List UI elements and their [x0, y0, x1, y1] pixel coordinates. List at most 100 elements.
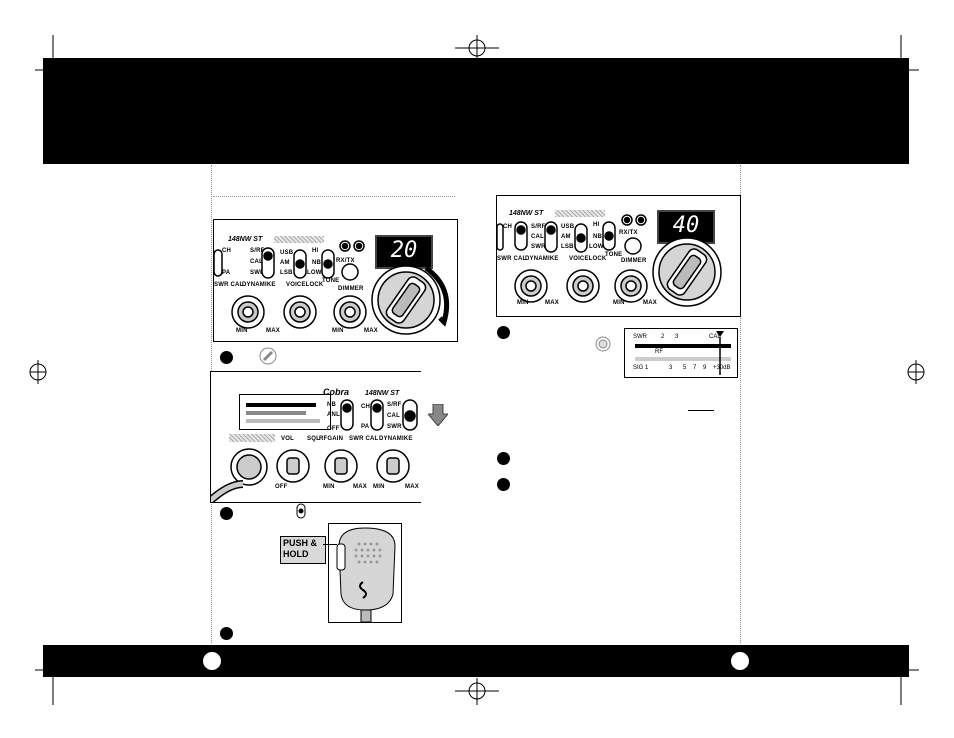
switch-label-off: OFF — [327, 426, 340, 432]
meter-label-3: 3 — [675, 334, 679, 340]
radio-panel-mid-left: Cobra 148NW ST NB ANL OFF CH PA S/RF CAL… — [210, 371, 421, 503]
bullet — [220, 351, 233, 364]
switch-label-srf: S/RF — [531, 224, 546, 230]
knobs — [514, 237, 722, 307]
model-label: 148NW ST — [228, 236, 263, 243]
switch-label-pa: PA — [361, 424, 370, 430]
microphone-image — [328, 523, 402, 623]
meter-bar-sig — [635, 357, 731, 361]
switch-label-usb: USB — [280, 250, 294, 256]
switch-label-lsb: LSB — [280, 270, 293, 276]
label-max-2: MAX — [364, 328, 378, 334]
soundtracker-badge — [229, 434, 275, 442]
meter-label-30db: +30dB — [713, 365, 731, 371]
channel-display-value: 40 — [672, 213, 700, 238]
soundtracker-logo — [555, 210, 605, 217]
label-swr-cal: SWR CAL — [214, 282, 244, 288]
column-guide-right — [740, 165, 741, 643]
meter-bar-swr — [635, 344, 731, 348]
label-max-2: MAX — [643, 300, 657, 306]
switch-label-ch: CH — [503, 224, 513, 230]
switch-label-anl: ANL — [327, 412, 340, 418]
meter-label-9: 9 — [703, 365, 707, 371]
radio-panel-top-left: 148NW ST CH PA S/RF CAL SWR USB AM LSB H… — [213, 219, 458, 342]
model-label: 148NW ST — [365, 390, 400, 397]
switch-label-low: LOW — [307, 270, 322, 276]
switch-label-nb: NB — [327, 402, 337, 408]
label-min-2: MIN — [613, 300, 625, 306]
switch-label-ch: CH — [361, 404, 371, 410]
bullet — [497, 326, 510, 339]
switch-label-am: AM — [280, 260, 290, 266]
soundtracker-logo — [274, 236, 324, 243]
switch-label-hi: HI — [593, 222, 600, 228]
knobs — [211, 448, 410, 502]
switch-label-cal: CAL — [387, 413, 400, 419]
down-arrow-icon — [428, 404, 448, 426]
switch-label-usb: USB — [561, 224, 575, 230]
switch-label-cal: CAL — [531, 234, 544, 240]
label-swr-cal: SWR CAL — [497, 256, 527, 262]
toggle-switches — [214, 240, 365, 281]
switch-label-low: LOW — [589, 244, 604, 250]
label-max-1: MAX — [353, 484, 367, 490]
switch-label-srf: S/RF — [387, 402, 402, 408]
section-rule — [213, 196, 455, 197]
meter-label-3b: 3 — [669, 365, 673, 371]
label-sql: SQL — [307, 436, 320, 442]
rotary-switch-icon — [595, 336, 611, 352]
switch-label-lsb: LSB — [561, 244, 574, 250]
meter-label-sig1: SIG 1 — [633, 365, 649, 371]
label-vol: VOL — [281, 436, 294, 442]
switch-label-tone: TONE — [605, 252, 623, 258]
channel-display-value: 20 — [390, 238, 418, 263]
label-max-1: MAX — [545, 300, 559, 306]
label-dynamike: DYNAMIKE — [525, 256, 559, 262]
label-dynamike: DYNAMIKE — [379, 436, 413, 442]
label-max-1: MAX — [266, 328, 280, 334]
page-number-dot-left — [203, 652, 221, 670]
page-number-dot-right — [731, 652, 749, 670]
switch-label-swr: SWR — [250, 270, 265, 276]
switch-label-nb: NB — [593, 234, 603, 240]
label-dimmer: DIMMER — [338, 286, 364, 292]
channel-knob-icon — [259, 347, 277, 365]
switch-label-cal: CAL — [250, 259, 263, 265]
switch-label-rxtx: RX/TX — [336, 258, 355, 264]
label-min-2: MIN — [332, 328, 344, 334]
label-off: OFF — [275, 484, 288, 490]
callout-leader — [323, 544, 337, 545]
switch-label-nb: NB — [312, 260, 322, 266]
switch-label-am: AM — [561, 234, 571, 240]
label-max-2: MAX — [405, 484, 419, 490]
label-min-1: MIN — [236, 328, 248, 334]
panel-meter — [239, 394, 331, 430]
label-min-2: MIN — [373, 484, 385, 490]
label-voicelock: VOICELOCK — [569, 256, 607, 262]
push-hold-callout: PUSH & HOLD — [280, 536, 326, 564]
meter-label-7: 7 — [693, 365, 697, 371]
label-dimmer: DIMMER — [621, 258, 647, 264]
microphone-icon — [336, 527, 396, 622]
switch-label-ch: CH — [222, 248, 232, 254]
label-min-1: MIN — [517, 300, 529, 306]
switch-label-hi: HI — [312, 248, 319, 254]
meter-label-5: 5 — [683, 365, 687, 371]
switch-icon — [296, 503, 306, 519]
switch-label-swr: SWR — [531, 244, 546, 250]
knobs — [231, 265, 450, 335]
meter-label-cal: CAL — [709, 334, 721, 340]
underline-rule — [688, 410, 714, 411]
bullet — [497, 478, 510, 491]
switch-label-pa: PA — [222, 270, 231, 276]
toggle-switches — [340, 399, 418, 431]
label-dynamike: DYNAMIKE — [242, 282, 276, 288]
label-voicelock: VOICELOCK — [286, 282, 324, 288]
meter-label-2: 2 — [661, 334, 665, 340]
meter-display: SWR 2 3 CAL RF SIG 1 3 5 7 9 +30dB — [624, 328, 738, 378]
model-label: 148NW ST — [509, 210, 544, 217]
footer-band — [43, 645, 909, 677]
brand-logo: Cobra — [323, 387, 350, 397]
label-swr-cal: SWR CAL — [349, 436, 379, 442]
toggle-switches — [497, 214, 647, 255]
